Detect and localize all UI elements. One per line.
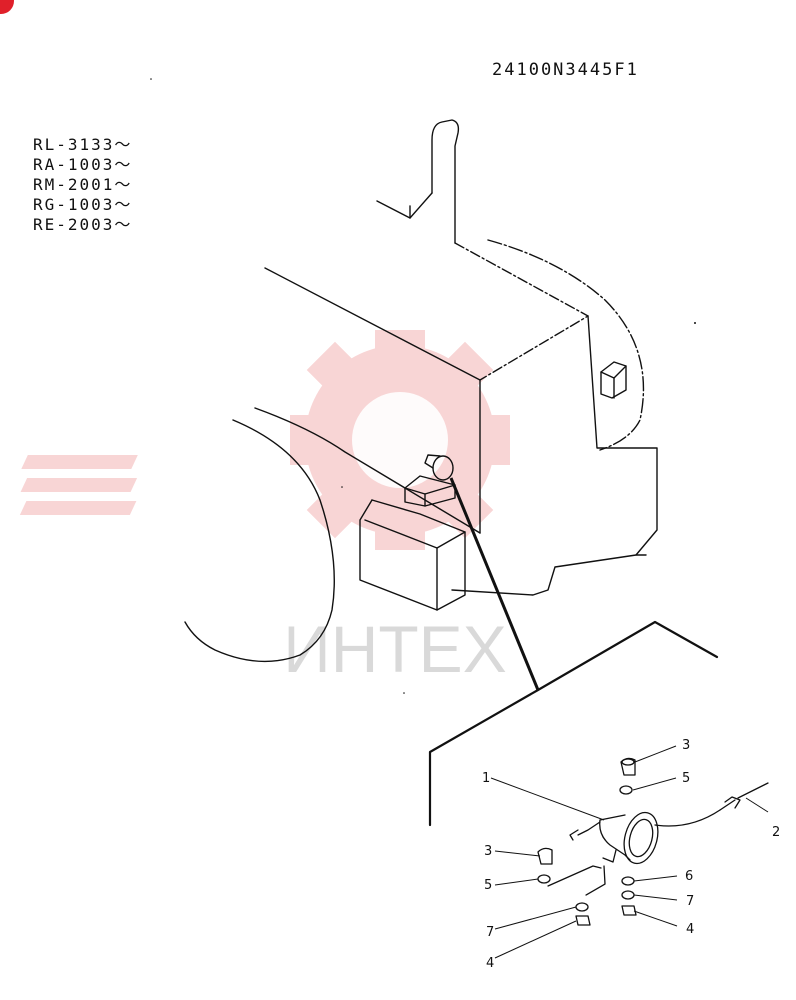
watermark-text: ИНТЕХ: [283, 612, 506, 686]
scan-specks: [150, 78, 696, 694]
callout-label: 3: [484, 844, 492, 859]
serial-number-list: RL-3133〜 RA-1003〜 RM-2001〜 RG-1003〜 RE-2…: [33, 135, 132, 235]
callout-label: 4: [486, 956, 494, 971]
callout-label: 6: [685, 869, 693, 884]
detail-panel-outline: [428, 620, 719, 827]
serial-range: RE-2003〜: [33, 215, 133, 234]
detail-leader: [449, 477, 540, 691]
watermark-gear-icon: [19, 330, 510, 550]
callout-labels: 1 2 3 3 4 4 5 5 6 7 7: [482, 738, 780, 971]
document-code: 24100N3445F1: [492, 60, 639, 80]
working-lamp-assembly: [537, 757, 769, 926]
machine-body-outline: [184, 119, 658, 663]
callout-label: 2: [772, 825, 780, 840]
callout-leaders: [490, 745, 769, 959]
serial-range: RM-2001〜: [33, 175, 133, 194]
callout-label: 7: [686, 894, 694, 909]
callout-label: 5: [682, 771, 690, 786]
callout-label: 1: [482, 771, 490, 786]
serial-range: RG-1003〜: [33, 195, 133, 214]
serial-range: RA-1003〜: [33, 155, 133, 174]
callout-label: 7: [486, 925, 494, 940]
callout-label: 5: [484, 878, 492, 893]
serial-range: RL-3133〜: [33, 135, 133, 154]
callout-label: 3: [682, 738, 690, 753]
callout-label: 4: [686, 922, 694, 937]
